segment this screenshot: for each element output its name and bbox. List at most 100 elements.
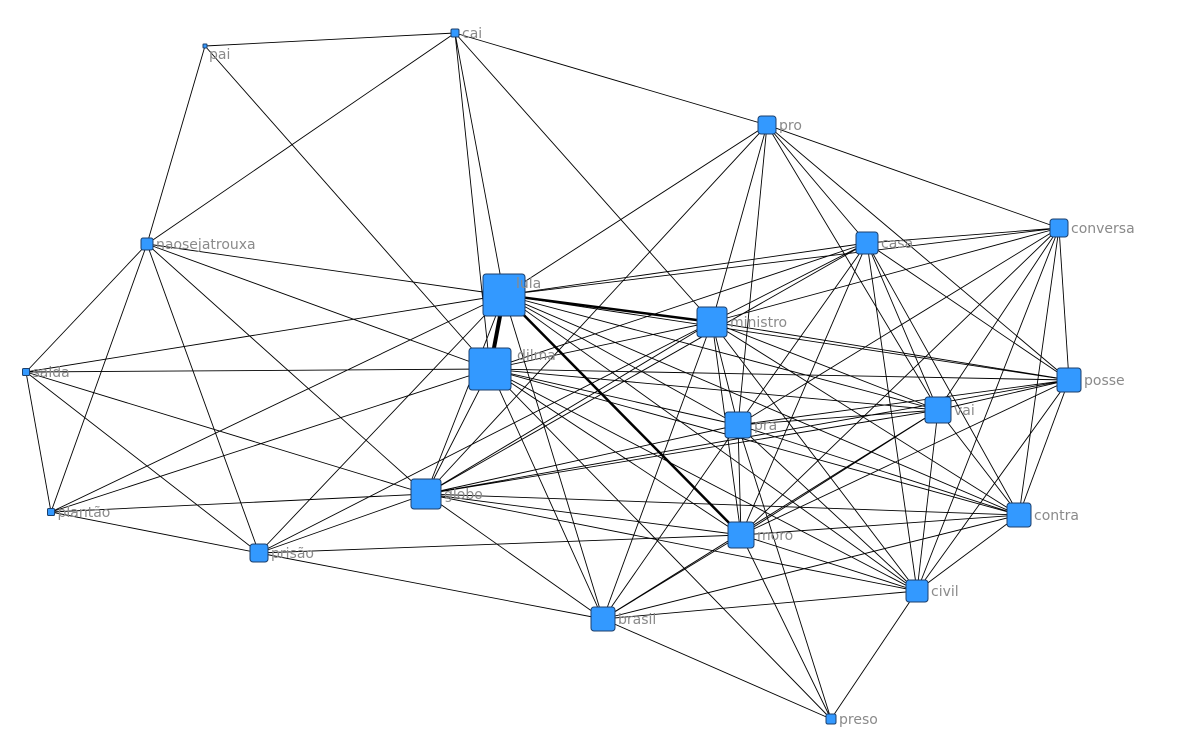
- node-casa[interactable]: casa: [855, 231, 913, 255]
- node-marker-contra[interactable]: [1006, 502, 1032, 528]
- edge-posse-civil: [916, 379, 1070, 592]
- edge-moro-prisao: [258, 534, 742, 554]
- node-preso[interactable]: preso: [825, 712, 878, 728]
- edge-posse-pra: [737, 379, 1070, 426]
- edge-ministro-globo: [425, 321, 713, 495]
- node-marker-globo[interactable]: [410, 478, 442, 510]
- node-marker-vai[interactable]: [924, 396, 952, 424]
- edge-cai-pro: [454, 32, 768, 126]
- edge-ministro-brasil: [602, 321, 713, 620]
- node-pra[interactable]: pra: [724, 411, 777, 439]
- node-marker-pai[interactable]: [202, 43, 208, 49]
- edge-conversa-vai: [937, 227, 1060, 411]
- edge-moro-brasil: [602, 534, 742, 620]
- edge-globo-moro: [425, 493, 742, 536]
- node-marker-civil[interactable]: [905, 579, 929, 603]
- node-marker-prisao[interactable]: [249, 543, 269, 563]
- node-pro[interactable]: pro: [757, 115, 802, 135]
- node-naosejatrouxa[interactable]: naosejatrouxa: [140, 237, 256, 253]
- edge-conversa-civil: [916, 227, 1060, 592]
- node-dilma[interactable]: dilma: [468, 347, 556, 391]
- edge-pro-vai: [766, 124, 939, 411]
- node-prisao[interactable]: prisão: [249, 543, 314, 563]
- node-marker-saida[interactable]: [22, 368, 30, 376]
- node-marker-naosejatrouxa[interactable]: [140, 237, 154, 251]
- edge-naosejatrouxa-globo: [146, 243, 427, 495]
- edge-brasil-preso: [602, 618, 832, 720]
- node-label-globo: globo: [444, 487, 483, 503]
- node-lula[interactable]: lula: [482, 273, 541, 317]
- edge-saida-globo: [25, 371, 427, 495]
- node-contra[interactable]: contra: [1006, 502, 1079, 528]
- node-plantao[interactable]: plantão: [47, 505, 111, 521]
- node-marker-casa[interactable]: [855, 231, 879, 255]
- edge-casa-moro: [740, 242, 868, 536]
- edge-casa-globo: [425, 242, 868, 495]
- edge-dilma-vai: [489, 368, 939, 411]
- edge-posse-contra: [1018, 379, 1070, 516]
- node-marker-pra[interactable]: [724, 411, 752, 439]
- edge-globo-contra: [425, 493, 1020, 516]
- edge-globo-plantao: [50, 493, 427, 513]
- node-posse[interactable]: posse: [1056, 367, 1125, 393]
- edge-casa-lula: [503, 242, 868, 296]
- node-moro[interactable]: moro: [727, 521, 793, 549]
- edge-naosejatrouxa-lula: [146, 243, 505, 296]
- node-marker-pro[interactable]: [757, 115, 777, 135]
- edge-pro-globo: [425, 124, 768, 495]
- node-pai[interactable]: pai: [202, 43, 230, 63]
- edge-casa-posse: [866, 242, 1070, 381]
- edge-vai-civil: [916, 409, 939, 592]
- node-marker-posse[interactable]: [1056, 367, 1082, 393]
- edge-brasil-prisao: [258, 552, 604, 620]
- node-marker-conversa[interactable]: [1049, 218, 1069, 238]
- node-saida[interactable]: saida: [22, 365, 70, 381]
- node-label-saida: saida: [33, 365, 70, 381]
- edge-lula-contra: [503, 294, 1020, 516]
- node-marker-moro[interactable]: [727, 521, 755, 549]
- edge-vai-contra: [937, 409, 1020, 516]
- edge-dilma-brasil: [489, 368, 604, 620]
- edge-conversa-lula: [503, 227, 1060, 296]
- node-cai[interactable]: cai: [450, 26, 482, 42]
- node-marker-preso[interactable]: [825, 713, 837, 725]
- node-label-prisao: prisão: [271, 546, 314, 562]
- edge-pra-brasil: [602, 424, 739, 620]
- edge-pro-posse: [766, 124, 1070, 381]
- edge-pai-cai: [204, 32, 456, 47]
- node-marker-plantao[interactable]: [47, 508, 55, 516]
- edge-cai-ministro: [454, 32, 713, 323]
- edge-lula-saida: [25, 294, 505, 373]
- edge-lula-plantao: [50, 294, 505, 513]
- edge-lula-pra: [503, 294, 739, 426]
- edge-plantao-prisao: [50, 511, 260, 554]
- edge-conversa-pra: [737, 227, 1060, 426]
- edge-contra-moro: [740, 514, 1020, 536]
- edge-moro-civil: [740, 534, 918, 592]
- edge-dilma-contra: [489, 368, 1020, 516]
- edge-dilma-civil: [489, 368, 918, 592]
- node-marker-brasil[interactable]: [590, 606, 616, 632]
- node-globo[interactable]: globo: [410, 478, 483, 510]
- node-marker-cai[interactable]: [450, 28, 460, 38]
- edge-naosejatrouxa-plantao: [50, 243, 148, 513]
- node-ministro[interactable]: ministro: [696, 306, 787, 338]
- edge-dilma-saida: [25, 368, 491, 373]
- edge-naosejatrouxa-saida: [25, 243, 148, 373]
- edge-pra-contra: [737, 424, 1020, 516]
- edge-conversa-casa: [866, 227, 1060, 244]
- node-marker-ministro[interactable]: [696, 306, 728, 338]
- edge-lula-vai: [503, 294, 939, 411]
- node-label-pra: pra: [754, 418, 777, 434]
- edge-pra-moro: [737, 424, 742, 536]
- node-civil[interactable]: civil: [905, 579, 959, 603]
- node-label-plantao: plantão: [58, 505, 111, 521]
- edge-pra-preso: [737, 424, 832, 720]
- node-marker-dilma[interactable]: [468, 347, 512, 391]
- node-conversa[interactable]: conversa: [1049, 218, 1135, 238]
- edge-pro-conversa: [766, 124, 1060, 229]
- node-brasil[interactable]: brasil: [590, 606, 656, 632]
- node-label-cai: cai: [462, 26, 482, 42]
- node-vai[interactable]: vai: [924, 396, 975, 424]
- node-marker-lula[interactable]: [482, 273, 526, 317]
